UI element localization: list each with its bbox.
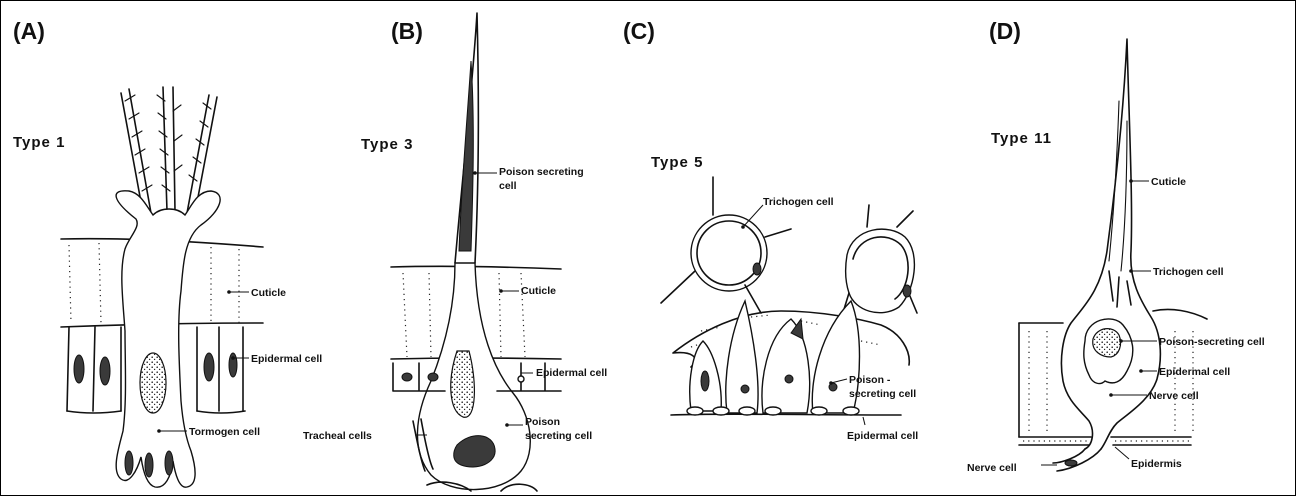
- label-trichogen-c: Trichogen cell: [763, 196, 834, 208]
- label-epidermis-d: Epidermis: [1131, 458, 1182, 470]
- label-poison-top-1: Poison secreting: [499, 166, 584, 178]
- panel-a-letter: (A): [13, 18, 45, 44]
- label-poison-d: Poison-secreting cell: [1159, 336, 1265, 348]
- label-epidermal-d: Epidermal cell: [1159, 366, 1230, 378]
- label-cuticle-a: Cuticle: [251, 287, 286, 299]
- poison-secreting-cells-c: [690, 301, 860, 413]
- label-cuticle-d: Cuticle: [1151, 176, 1186, 188]
- panel-b-letter: (B): [391, 18, 423, 44]
- label-nerve-d: Nerve cell: [1149, 390, 1199, 402]
- label-poison-c-2: secreting cell: [849, 388, 916, 400]
- panel-c-letter: (C): [623, 18, 655, 44]
- label-cuticle-b: Cuticle: [521, 285, 556, 297]
- label-poison-c-1: Poison -: [849, 374, 891, 386]
- panel-d: (D) Type 11: [967, 18, 1265, 474]
- tormogen-socket: [116, 191, 220, 487]
- label-epidermal-c: Epidermal cell: [847, 430, 918, 442]
- panel-b: (B) Type 3: [303, 13, 607, 491]
- label-poison-bottom-2: secreting cell: [525, 430, 592, 442]
- panel-d-letter: (D): [989, 18, 1021, 44]
- trichogen-cell-right: [846, 229, 915, 313]
- label-trichogen-d: Trichogen cell: [1153, 266, 1224, 278]
- label-epidermal-b: Epidermal cell: [536, 367, 607, 379]
- panel-c: (C) Type 5: [623, 18, 918, 442]
- label-nerve-bottom-d: Nerve cell: [967, 462, 1017, 474]
- panel-c-type: Type 5: [651, 154, 703, 171]
- trichogen-cell-left: [691, 215, 767, 291]
- label-tracheal: Tracheal cells: [303, 430, 372, 442]
- panel-d-type: Type 11: [991, 130, 1052, 147]
- tormogen-nucleus: [140, 353, 166, 413]
- panel-d-drawing: [1019, 39, 1207, 471]
- panel-a-type: Type 1: [13, 134, 65, 151]
- label-poison-bottom-1: Poison: [525, 416, 560, 428]
- panel-b-type: Type 3: [361, 136, 413, 153]
- label-tormogen-a: Tormogen cell: [189, 426, 260, 438]
- panel-a: (A) Type 1: [13, 18, 322, 487]
- label-poison-top-2: cell: [499, 180, 517, 192]
- label-epidermal-a: Epidermal cell: [251, 353, 322, 365]
